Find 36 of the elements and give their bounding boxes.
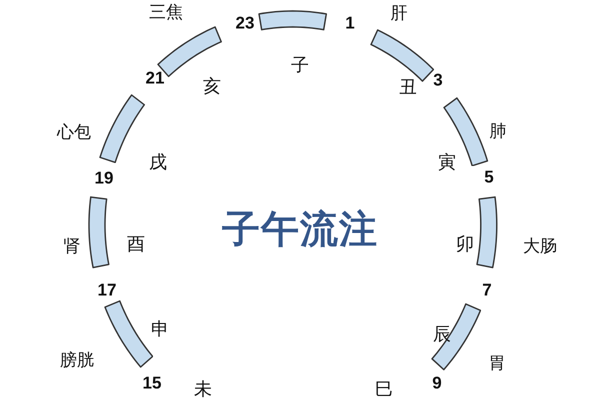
hour-number: 3 [433,72,443,88]
hour-number: 19 [94,170,114,186]
branch-label: 戌 [149,154,167,172]
arc-segment [104,300,154,368]
hour-number: 5 [484,168,494,186]
organ-label: 心包 [57,124,91,142]
hour-number: 23 [236,14,254,32]
hour-number: 9 [432,374,442,392]
branch-label: 丑 [399,79,417,97]
organ-label: 肾 [64,238,80,256]
branch-label: 巳 [375,381,393,399]
hour-number: 15 [142,374,162,392]
title: 子午流注 [222,210,378,248]
hour-number: 1 [345,14,355,32]
arc-segment [476,196,498,269]
organ-label: 肝 [390,6,408,22]
branch-label: 未 [194,381,212,399]
organ-label: 大肠 [523,238,557,256]
branch-label: 申 [151,321,169,339]
branch-label: 子 [291,57,309,75]
branch-label: 寅 [438,154,456,172]
organ-label: 肺 [490,124,506,140]
arc-segment [98,94,145,164]
branch-label: 酉 [127,236,145,254]
organ-label: 膀胱 [60,352,94,370]
hour-number: 7 [482,282,492,298]
branch-label: 亥 [203,78,221,96]
hour-number: 21 [146,70,164,86]
arc-segment [258,10,328,31]
organ-label: 三焦 [149,4,183,22]
organ-label: 胃 [488,356,506,372]
arc-segment [88,196,110,269]
arc-segment [430,302,482,371]
branch-label: 辰 [433,326,451,344]
hour-number: 17 [98,282,116,298]
branch-label: 卯 [456,236,474,254]
